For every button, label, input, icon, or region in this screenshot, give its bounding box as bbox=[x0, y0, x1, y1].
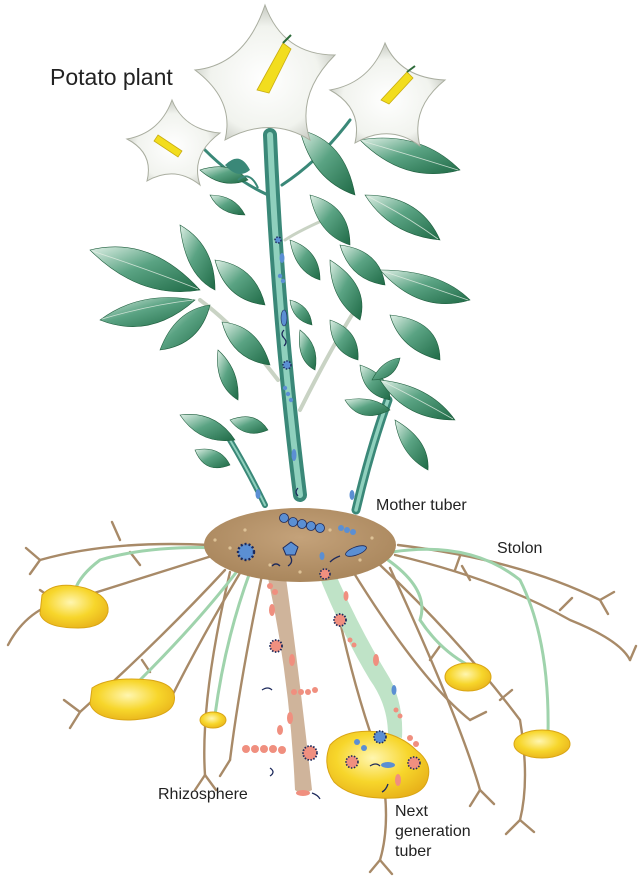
tuber-bacteria bbox=[236, 513, 367, 567]
new-tuber-left-lower bbox=[89, 678, 175, 721]
new-tuber-small bbox=[199, 711, 227, 729]
next-generation-tuber-label: Next generation tuber bbox=[395, 803, 471, 860]
flower-right bbox=[328, 41, 447, 148]
stolon-label: Stolon bbox=[497, 540, 543, 557]
new-tuber-far-right bbox=[513, 729, 571, 759]
flower-center bbox=[193, 3, 337, 142]
rhizosphere-root-band bbox=[268, 578, 312, 795]
mother-tuber bbox=[204, 508, 396, 582]
mother-tuber-label: Mother tuber bbox=[376, 497, 467, 514]
leaves bbox=[89, 129, 471, 471]
rhizosphere-label: Rhizosphere bbox=[158, 786, 248, 803]
flower-left bbox=[125, 98, 222, 187]
flowers bbox=[125, 3, 447, 189]
new-tuber-right bbox=[444, 662, 492, 692]
rhizosphere-bacteria bbox=[242, 568, 421, 800]
new-tuber-left bbox=[39, 584, 109, 629]
stolons bbox=[73, 546, 550, 737]
rhizosphere-stolon-band bbox=[316, 566, 403, 738]
leaf-veins bbox=[91, 140, 469, 420]
diagram-title: Potato plant bbox=[50, 64, 173, 90]
mother-tuber-spots bbox=[213, 528, 374, 574]
stem-bacteria bbox=[255, 236, 355, 500]
